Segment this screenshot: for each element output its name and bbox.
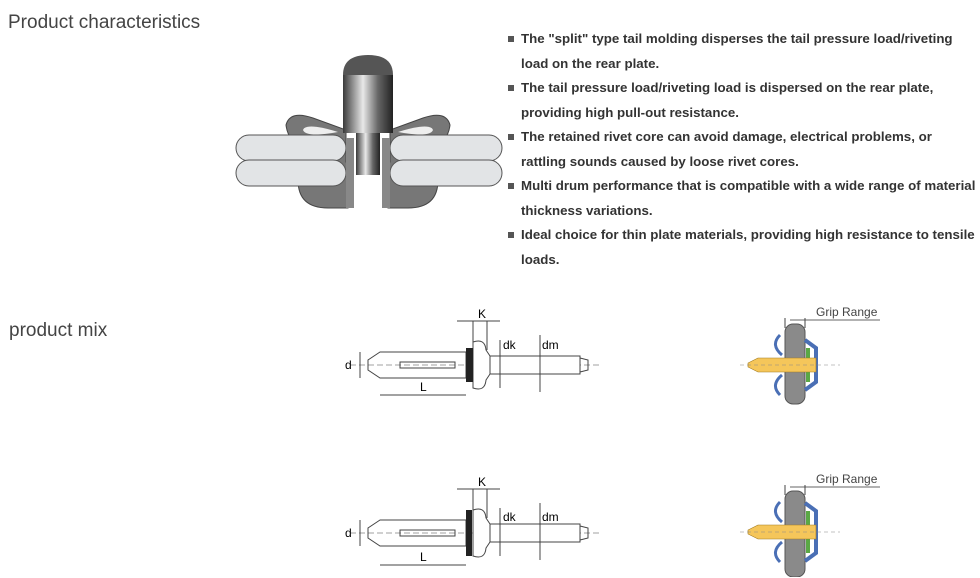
dim-label-d: d [345, 526, 352, 540]
grip-range-label: Grip Range [816, 305, 878, 319]
rivet-dimension-drawing-1: K dk dm d L [345, 307, 600, 396]
rivet-installed-illustration [235, 55, 503, 209]
list-item-text: The tail pressure load/riveting load is … [521, 80, 934, 120]
dim-label-l: L [420, 550, 427, 564]
dim-label-l: L [420, 380, 427, 394]
dim-label-dm: dm [542, 510, 559, 524]
dim-label-dk: dk [503, 338, 517, 352]
characteristics-list: The "split" type tail molding disperses … [508, 27, 978, 272]
dim-label-dk: dk [503, 510, 517, 524]
dim-label-d: d [345, 358, 352, 372]
bullet-icon [508, 134, 514, 140]
list-item: Ideal choice for thin plate materials, p… [508, 223, 978, 272]
list-item-text: Ideal choice for thin plate materials, p… [521, 227, 975, 267]
section-title-characteristics: Product characteristics [8, 12, 201, 33]
bullet-icon [508, 85, 514, 91]
list-item: The retained rivet core can avoid damage… [508, 125, 978, 174]
bullet-icon [508, 183, 514, 189]
bullet-icon [508, 232, 514, 238]
list-item: Multi drum performance that is compatibl… [508, 174, 978, 223]
dim-label-k: K [478, 475, 486, 489]
dim-label-dm: dm [542, 338, 559, 352]
rivet-dimension-drawing-2: K dk dm d L [345, 475, 600, 566]
grip-range-drawing-2: Grip Range [740, 472, 880, 577]
grip-range-drawing-1: Grip Range [740, 305, 880, 405]
list-item-text: Multi drum performance that is compatibl… [521, 178, 976, 218]
bullet-icon [508, 36, 514, 42]
grip-range-label: Grip Range [816, 472, 878, 486]
list-item-text: The retained rivet core can avoid damage… [521, 129, 932, 169]
list-item: The "split" type tail molding disperses … [508, 27, 978, 76]
list-item-text: The "split" type tail molding disperses … [521, 31, 953, 71]
list-item: The tail pressure load/riveting load is … [508, 76, 978, 125]
dim-label-k: K [478, 307, 486, 321]
section-title-product-mix: product mix [9, 320, 108, 341]
